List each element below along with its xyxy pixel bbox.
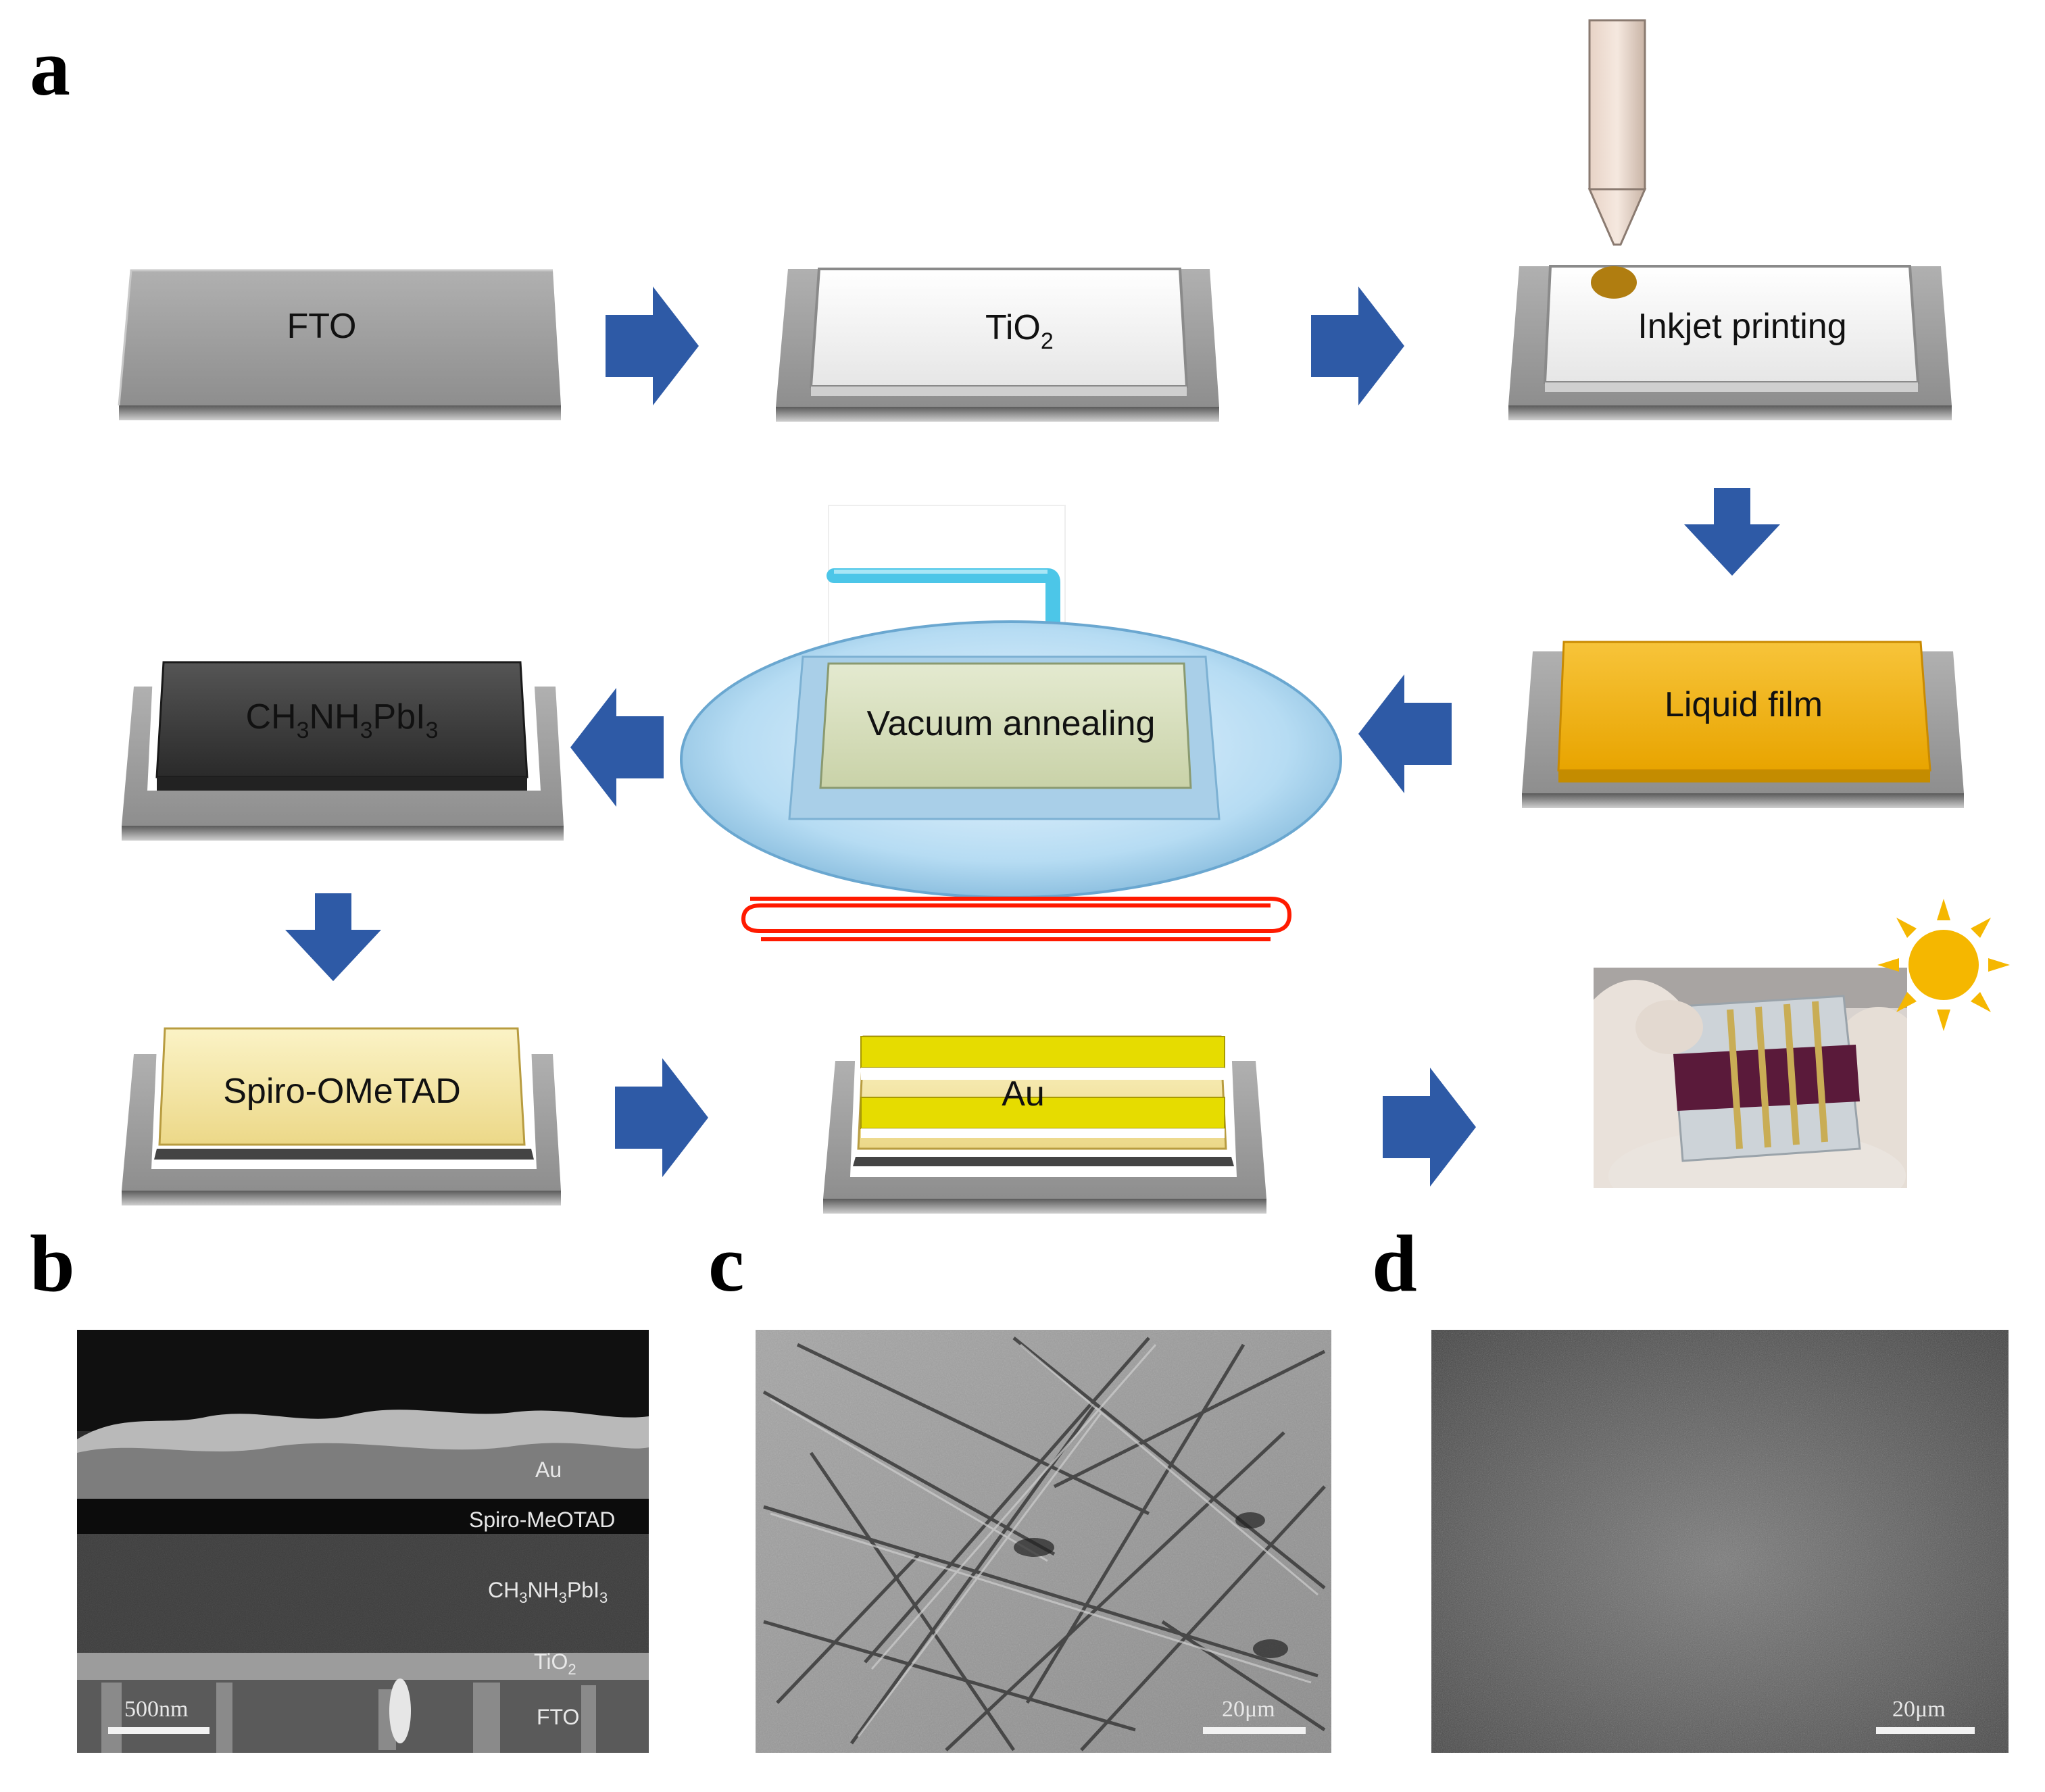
sem-b-scale-bar	[108, 1727, 210, 1734]
sem-c-scale-label: 20μm	[1222, 1697, 1275, 1722]
panel-label-d: d	[1372, 1218, 1417, 1308]
arrow-down-1	[1684, 488, 1780, 576]
sem-cross-section	[77, 1330, 649, 1753]
step-au-substrate: Au	[823, 1035, 1266, 1214]
step-inkjet-substrate: Inkjet printing	[1508, 265, 1952, 420]
step-au-label: Au	[1002, 1074, 1045, 1114]
vacuum-annealing-setup: Vacuum annealing	[680, 505, 1342, 899]
sem-b-label-perovskite: CH3NH3PbI3	[488, 1578, 608, 1606]
sem-surface-needles	[756, 1330, 1331, 1753]
arrow-right-3	[615, 1058, 708, 1177]
panel-label-a: a	[30, 22, 70, 112]
panel-label-b: b	[30, 1218, 75, 1308]
sem-d-scale-bar	[1876, 1727, 1975, 1734]
step-inkjet-label: Inkjet printing	[1637, 307, 1846, 346]
inkjet-nozzle-icon	[1587, 19, 1647, 246]
sun-icon	[1877, 899, 2010, 1031]
arrow-down-2	[285, 893, 381, 981]
panel-label-c: c	[708, 1218, 744, 1308]
sem-surface-uniform	[1431, 1330, 2009, 1753]
au-stripe-2	[860, 1097, 1225, 1129]
step-liquid-film-substrate: Liquid film	[1522, 641, 1964, 808]
ink-droplet-icon	[1591, 266, 1637, 299]
step-tio2-substrate: TiO2	[776, 268, 1219, 422]
heater-coil-icon	[741, 897, 1292, 941]
arrow-right-4	[1383, 1068, 1476, 1187]
step-tio2-label: TiO2	[985, 308, 1054, 354]
arrow-right-2	[1311, 287, 1404, 405]
sem-b-label-fto: FTO	[537, 1705, 579, 1729]
sem-c-scale-bar	[1203, 1727, 1306, 1734]
step-perovskite-label: CH3NH3PbI3	[245, 697, 438, 743]
sem-d-scale-label: 20μm	[1892, 1697, 1946, 1722]
sem-b-label-au: Au	[535, 1458, 562, 1482]
vacuum-tube-icon	[827, 568, 1060, 671]
step-fto-label: FTO	[287, 307, 356, 346]
arrow-right-1	[606, 287, 699, 405]
step-spiro-substrate: Spiro-OMeTAD	[122, 1027, 561, 1205]
sem-b-scale-label: 500nm	[124, 1697, 188, 1722]
arrow-left-2	[570, 688, 664, 807]
device-photo	[1594, 968, 1907, 1188]
arrow-left-1	[1358, 674, 1452, 793]
step-perovskite-substrate: CH3NH3PbI3	[122, 661, 564, 841]
sem-b-label-tio2: TiO2	[534, 1649, 576, 1678]
step-spiro-label: Spiro-OMeTAD	[223, 1072, 461, 1111]
sem-b-label-spiro: Spiro-MeOTAD	[469, 1508, 615, 1532]
step-liquid-film-label: Liquid film	[1665, 685, 1823, 724]
step-fto-substrate: FTO	[118, 269, 561, 420]
au-stripe-1	[860, 1036, 1225, 1068]
step-vacuum-annealing-label: Vacuum annealing	[867, 704, 1156, 743]
